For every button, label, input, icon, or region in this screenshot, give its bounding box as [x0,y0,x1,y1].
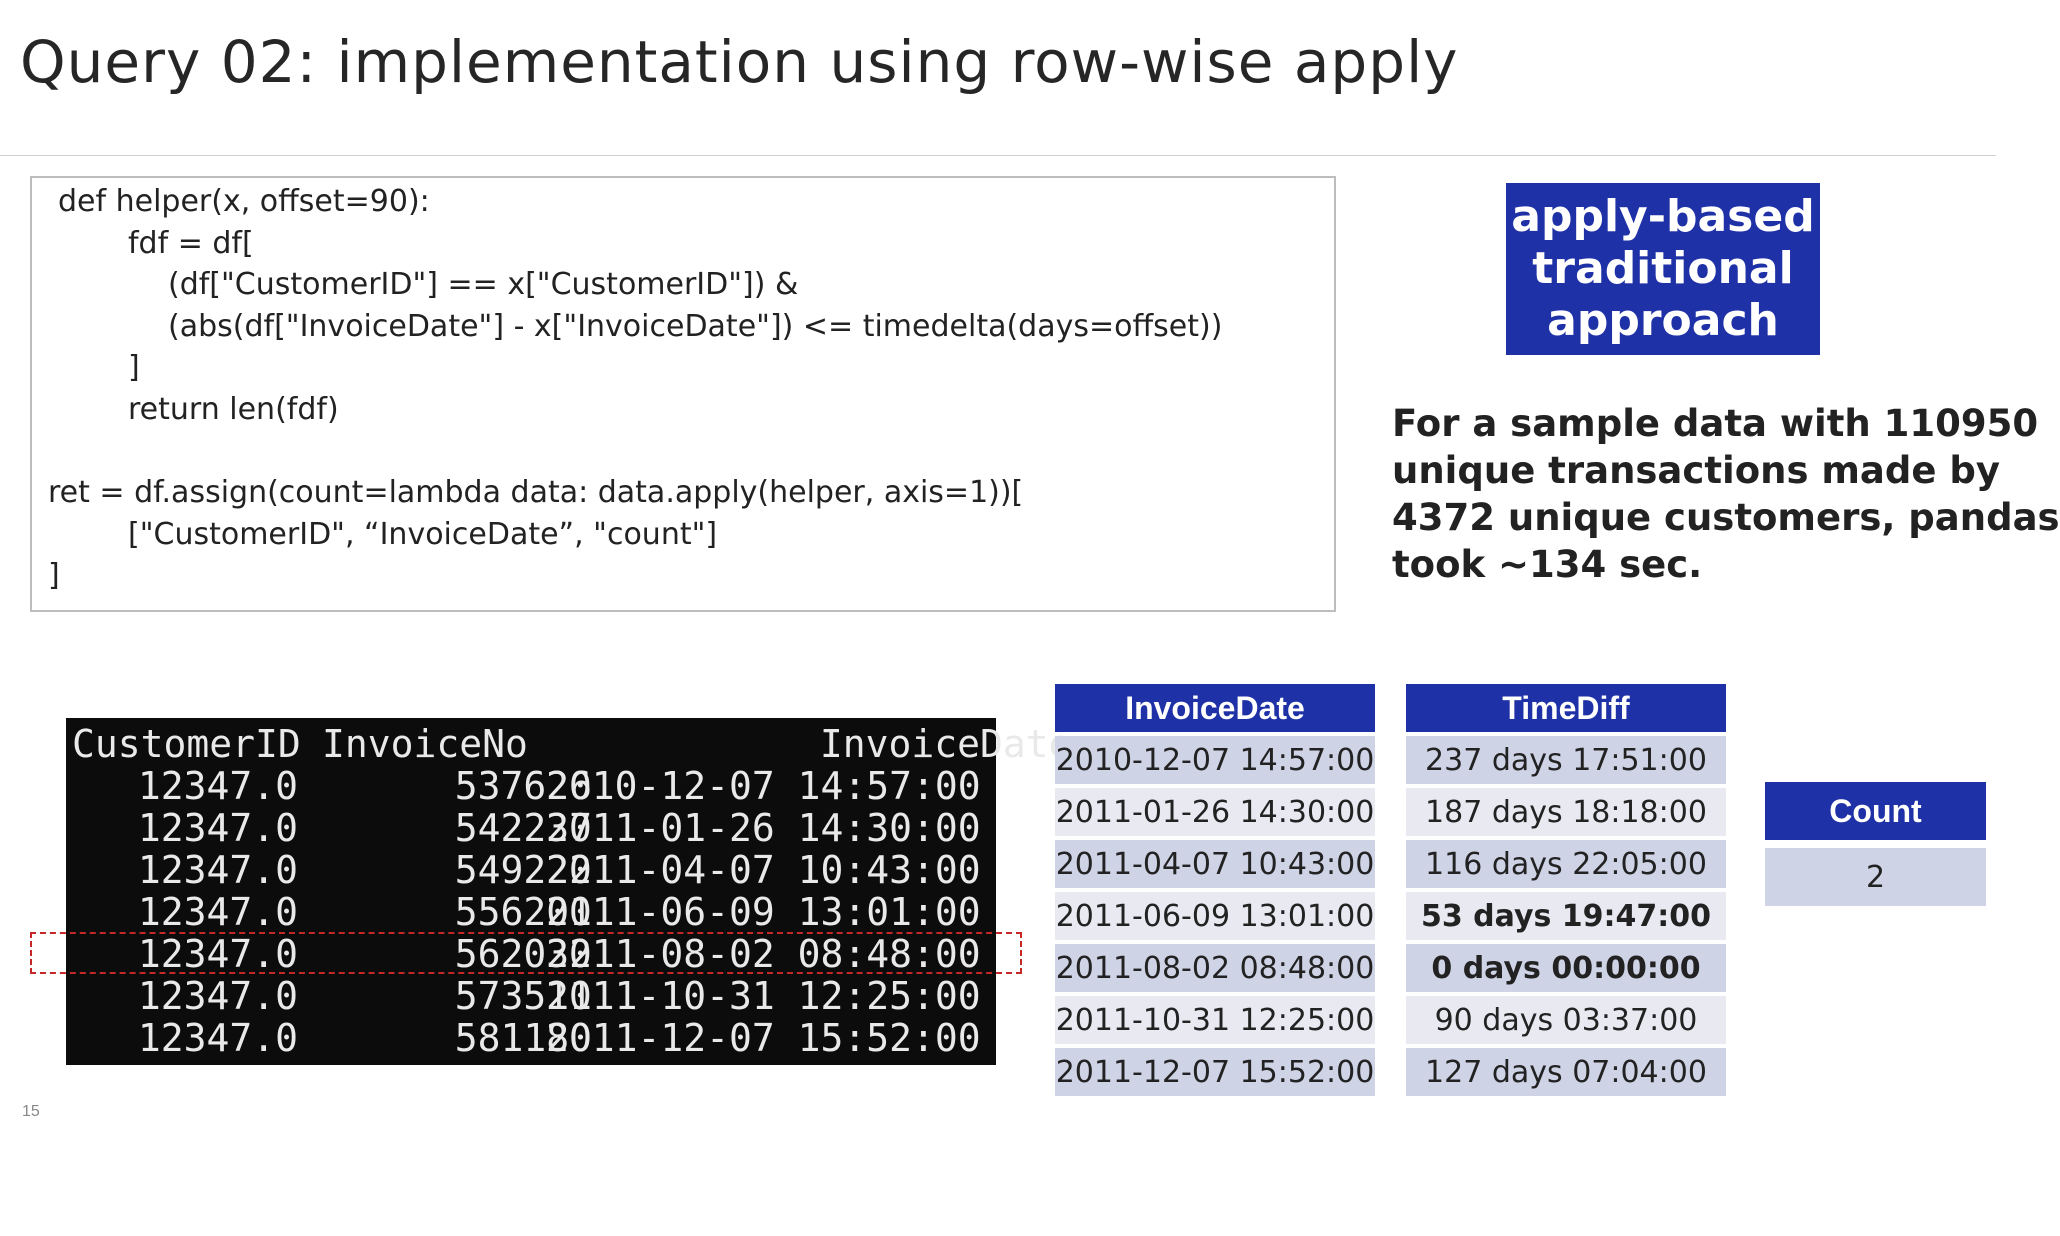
page-number: 15 [22,1103,40,1120]
terminal-cell: 2010-12-07 14:57:00 [546,764,981,808]
terminal-cell: 2011-04-07 10:43:00 [546,848,981,892]
terminal-row: 12347.0 556201 2011-06-09 13:01:00 [66,890,981,934]
terminal-row: 12347.0 562032 2011-08-02 08:48:00 [66,932,981,976]
code-line: ["CustomerID", “InvoiceDate”, "count"] [128,517,718,552]
terminal-cell: 12347.0 [137,890,298,934]
terminal-cell: 2011-12-07 15:52:00 [546,1016,981,1060]
terminal-header: InvoiceDate [819,722,1072,766]
table-row: 2011-01-26 14:30:00 [1055,788,1375,836]
terminal-cell: 573511 [454,974,592,1018]
terminal-row: 12347.0 537626 2010-12-07 14:57:00 [66,764,981,808]
performance-description: For a sample data with 110950 unique tra… [1392,400,2060,588]
approach-badge: apply-based traditional approach [1506,183,1820,355]
table-row: 2011-08-02 08:48:00 [1055,944,1375,992]
timediff-table: TimeDiff 237 days 17:51:00 187 days 18:1… [1406,684,1726,1100]
highlighted-row-outline [30,932,1022,974]
badge-line: apply-based [1511,191,1815,242]
terminal-cell: 549222 [454,848,592,892]
code-block: def helper(x, offset=90): fdf = df[ (df[… [30,176,1336,612]
description-line: unique transactions made by [1392,449,2000,492]
code-line: ] [48,558,60,593]
slide-title: Query 02: implementation using row-wise … [20,28,1459,96]
table-row: 2011-04-07 10:43:00 [1055,840,1375,888]
table-row: 53 days 19:47:00 [1406,892,1726,940]
terminal-row: 12347.0 581180 2011-12-07 15:52:00 [66,1016,981,1060]
terminal-row: 12347.0 549222 2011-04-07 10:43:00 [66,848,981,892]
terminal-cell: 556201 [454,890,592,934]
terminal-cell: 542237 [454,806,592,850]
table-row: 237 days 17:51:00 [1406,736,1726,784]
table-row: 2011-10-31 12:25:00 [1055,996,1375,1044]
count-header: Count [1765,782,1986,840]
terminal-cell: 12347.0 [137,848,298,892]
count-table: Count 2 [1765,782,1986,906]
description-line: 4372 unique customers, pandas [1392,496,2060,539]
code-line: (abs(df["InvoiceDate"] - x["InvoiceDate"… [168,309,1223,344]
table-row: 127 days 07:04:00 [1406,1048,1726,1096]
terminal-header: InvoiceNo [322,722,528,766]
table-row: 2010-12-07 14:57:00 [1055,736,1375,784]
terminal-cell: 2011-08-02 08:48:00 [546,932,981,976]
terminal-output: CustomerID InvoiceNo InvoiceDate 12347.0… [66,718,1072,1065]
terminal-header: CustomerID [72,722,301,766]
table-row: 2011-06-09 13:01:00 [1055,892,1375,940]
terminal-cell: 2011-06-09 13:01:00 [546,890,981,934]
terminal-header-row: CustomerID InvoiceNo InvoiceDate [66,722,1072,766]
terminal-row: 12347.0 573511 2011-10-31 12:25:00 [66,974,981,1018]
code-line: def helper(x, offset=90): [58,184,430,219]
code-line: fdf = df[ [128,226,254,261]
terminal-cell: 12347.0 [137,974,298,1018]
code-line: ] [128,350,140,385]
terminal-cell: 537626 [454,764,592,808]
title-divider [0,155,1996,156]
timediff-header: TimeDiff [1406,684,1726,732]
terminal-cell: 12347.0 [137,932,298,976]
table-row: 90 days 03:37:00 [1406,996,1726,1044]
terminal-row: 12347.0 542237 2011-01-26 14:30:00 [66,806,981,850]
table-row: 116 days 22:05:00 [1406,840,1726,888]
terminal-cell: 2011-10-31 12:25:00 [546,974,981,1018]
code-line: return len(fdf) [128,392,339,427]
terminal-cell: 12347.0 [137,806,298,850]
terminal-cell: 581180 [454,1016,592,1060]
table-row: 187 days 18:18:00 [1406,788,1726,836]
terminal-cell: 12347.0 [137,764,298,808]
table-row: 0 days 00:00:00 [1406,944,1726,992]
description-line: took ~134 sec. [1392,543,1703,586]
code-line: (df["CustomerID"] == x["CustomerID"]) & [168,267,799,302]
code-line: ret = df.assign(count=lambda data: data.… [48,475,1024,510]
terminal-cell: 2011-01-26 14:30:00 [546,806,981,850]
description-line: For a sample data with 110950 [1392,402,2039,445]
invoice-date-table: InvoiceDate 2010-12-07 14:57:00 2011-01-… [1055,684,1375,1100]
invoice-date-header: InvoiceDate [1055,684,1375,732]
table-row: 2011-12-07 15:52:00 [1055,1048,1375,1096]
terminal-cell: 562032 [454,932,592,976]
terminal-cell: 12347.0 [137,1016,298,1060]
badge-line: traditional [1532,243,1794,294]
badge-line: approach [1547,295,1779,346]
table-row: 2 [1765,848,1986,906]
